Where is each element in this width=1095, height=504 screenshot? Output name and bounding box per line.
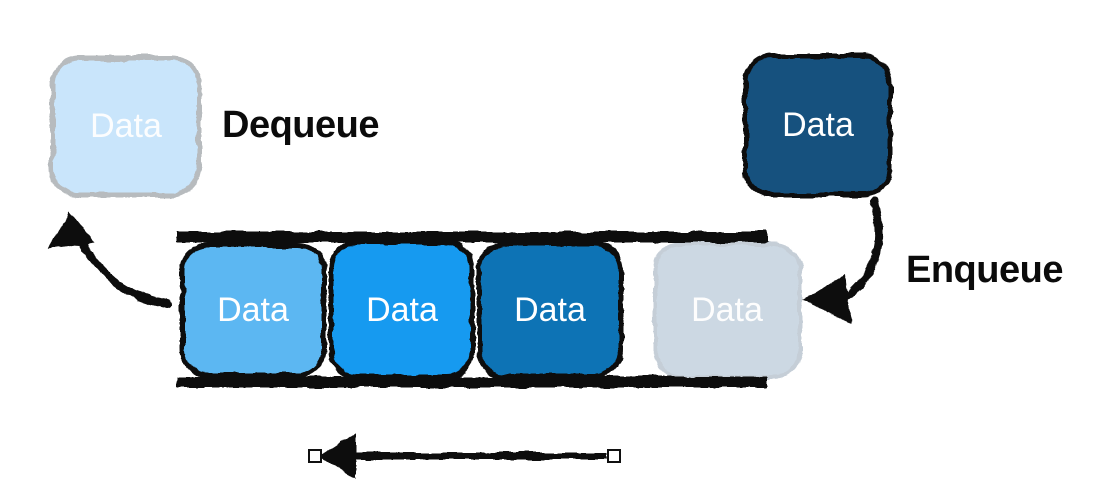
enqueue-label: Enqueue: [906, 249, 1063, 291]
direction-arrow-head: [319, 432, 356, 480]
arrow-endpoint-handle-left: [308, 449, 322, 463]
dequeued-box: [49, 55, 202, 198]
dequeue-arrow-head: [49, 211, 95, 250]
direction-arrow-icon: [308, 432, 621, 480]
queue-box-4-label: Data: [691, 291, 763, 329]
enqueue-arrow-shaft: [842, 198, 883, 301]
dequeue-arrow-icon: [49, 211, 172, 308]
queue-box-2-label: Data: [366, 291, 438, 329]
arrow-endpoint-handle-right: [607, 449, 621, 463]
enqueue-arrow-head: [802, 274, 851, 323]
enqueue-arrow-icon: [802, 198, 883, 323]
dequeued-box-label: Data: [90, 107, 162, 145]
queue-box-1-label: Data: [217, 291, 289, 329]
queue-box-3-label: Data: [514, 291, 586, 329]
incoming-box-label: Data: [782, 106, 854, 144]
queue-box-3: [476, 241, 624, 379]
queue-box-1: [179, 242, 327, 378]
dequeue-label: Dequeue: [222, 104, 379, 146]
dequeue-arrow-shaft: [75, 230, 172, 308]
incoming-box: [742, 53, 893, 198]
